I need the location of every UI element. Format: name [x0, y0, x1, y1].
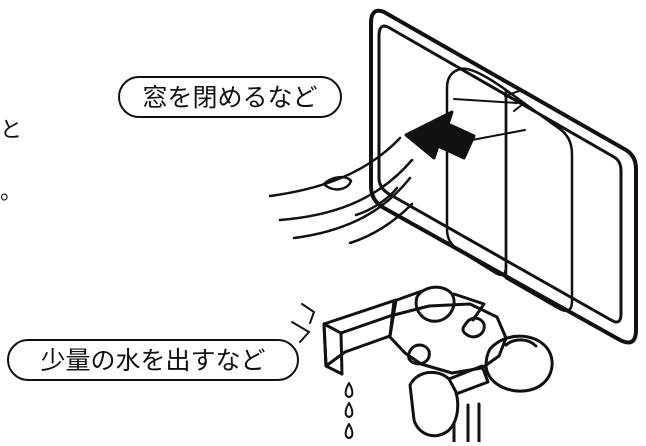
wind-lines-icon: [268, 136, 414, 245]
edge-mark-lower: 。: [0, 180, 23, 205]
window-icon: [369, 8, 638, 345]
run-water-label: 少量の水を出すなど: [7, 339, 299, 381]
edge-mark-upper: と: [0, 118, 23, 143]
sound-lines-icon: [291, 303, 316, 343]
water-drops-icon: [344, 382, 354, 439]
close-window-label: 窓を閉めるなど: [118, 76, 342, 118]
closing-arrow-icon: [404, 110, 476, 160]
faucet-icon: [322, 285, 554, 444]
